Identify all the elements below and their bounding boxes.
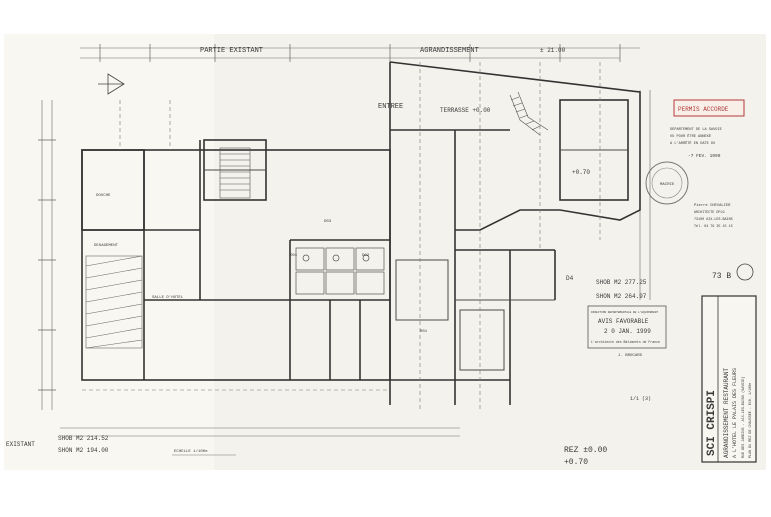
shon-existing-line2: SHON M2 194.00: [58, 447, 109, 454]
label-existing: PARTIE EXISTANT: [200, 47, 263, 55]
room-label-4: D01: [290, 254, 298, 258]
permit-stamp-text: PERMIS ACCORDE: [678, 106, 729, 113]
avis-title: AVIS FAVORABLE: [598, 318, 649, 325]
department-date: -7 FEV. 1999: [688, 153, 721, 159]
label-extension: AGRANDISSEMENT: [420, 47, 479, 55]
room-label-2: DEGAGEMENT: [94, 244, 119, 248]
avis-stamp-frame: [587, 305, 667, 349]
avis-foot: L'architecte des Bâtiments de France: [591, 340, 660, 344]
architect-line-3: 73100 AIX-LES-BAINS: [694, 218, 733, 222]
department-line-3: A L'ARRÊTÉ EN DATE DU: [670, 141, 715, 146]
room-label-5: D02: [362, 254, 370, 258]
architect-line-2: ARCHITECTE DPLG: [694, 211, 725, 215]
department-line-1: DEPARTEMENT DE LA SAVOIE: [670, 128, 722, 132]
label-overall-dimension: ± 21.00: [540, 47, 566, 54]
sheet-reference: 73 B: [712, 272, 731, 281]
avis-head: DIRECTION DEPARTEMENTALE DE L'EQUIPEMENT: [591, 310, 658, 314]
department-line-2: VU POUR ÊTRE ANNEXÉ: [670, 134, 711, 139]
hatched-room: [85, 255, 143, 349]
room-label-6: D03: [324, 220, 332, 224]
mairie-seal-text: MAIRIE: [660, 183, 675, 187]
sheet-number: 1/1 (3): [630, 396, 651, 402]
architect-line-4: Tél. 04 79 35 15 15: [694, 224, 733, 229]
title-line-3: RUE DES JARDINS - AIX-LES-BAINS (SAVOIE): [741, 377, 746, 458]
avis-date: 2 0 JAN. 1999: [604, 328, 651, 335]
architect-line-1: Pierre CHEVALIER: [694, 203, 731, 208]
room-label-7: R01: [420, 330, 428, 334]
room-label-1: DOUCHE: [96, 194, 111, 198]
avis-signature: J. BROCARD: [618, 354, 643, 358]
title-line-2: A L'HOTEL LE PALAIS DES FLEURS: [732, 368, 738, 458]
shon-new-line1: SHOB M2 277.25: [596, 279, 647, 286]
title-company: SCI CRISPI: [706, 390, 718, 456]
permit-stamp-frame: [673, 99, 745, 117]
level-note-2: +0.70: [564, 458, 588, 467]
north-arrow: [98, 73, 125, 95]
dimension-ticks: [38, 44, 621, 391]
title-line-4: PLAN DU REZ DE CHAUSSEE - ECH. 1/100e: [748, 383, 753, 458]
existing-label: EXISTANT: [6, 441, 35, 448]
label-terrace: TERRASSE +0.00: [440, 107, 491, 114]
construction-grid: [82, 62, 601, 410]
shon-new-line2: SHON M2 264.97: [596, 293, 647, 300]
label-entrance: ENTREE: [378, 103, 403, 111]
title-line-1: AGRANDISSEMENT RESTAURANT: [723, 368, 730, 458]
sanitary-block: [295, 247, 385, 295]
level-note-1: REZ ±0.00: [564, 446, 607, 455]
title-block: [701, 295, 757, 463]
stairs-existing: [219, 147, 251, 199]
label-kitchen-level: +0.70: [572, 169, 590, 176]
shon-existing-line1: SHOB M2 214.52: [58, 435, 109, 442]
scale-note: ECHELLE 1/100e: [174, 449, 208, 454]
mairie-seal: [645, 161, 689, 205]
room-label-3: SALLE D'HOTEL: [152, 295, 184, 300]
section-marker: [736, 263, 754, 281]
extension-walls: [389, 61, 641, 405]
stairs-extension: [509, 91, 549, 136]
room-label-8: D4: [566, 275, 574, 282]
